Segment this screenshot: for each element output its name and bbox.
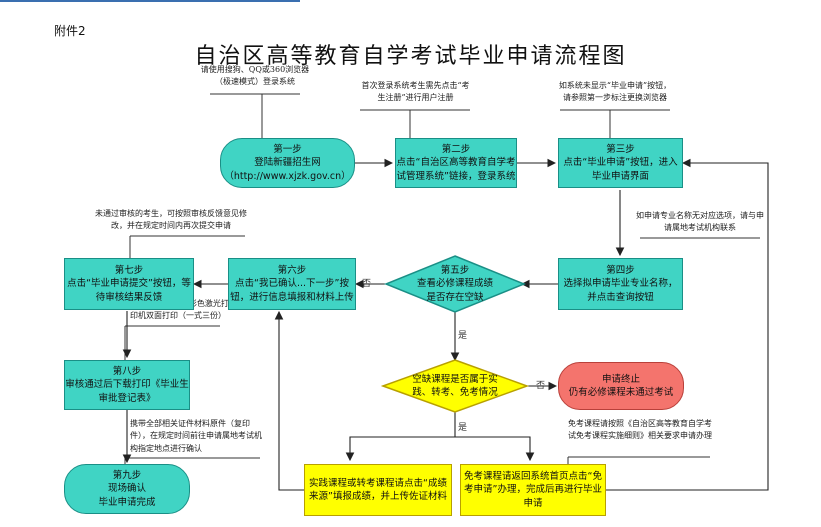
step6-node: 第六步 点击“我已确认...下一步”按钮，进行信息填报和材料上传	[228, 258, 356, 310]
step7-title: 第七步	[114, 265, 144, 277]
terminate-text: 仍有必修课程未通过考试	[568, 387, 674, 398]
note-resubmit: 未通过审核的考生，可按照审核反馈意见修改，并在规定时间内再次提交申请	[95, 209, 247, 231]
step6-title: 第六步	[277, 265, 307, 277]
step5-node: 第五步 查看必修课程成绩是否存在空缺	[400, 262, 510, 306]
decision-step5-shape	[384, 255, 526, 313]
step1-node: 第一步 登陆新疆招生网 （http://www.xjzk.gov.cn）	[220, 138, 355, 188]
label-yes-gap: 是	[458, 423, 468, 433]
note-change-browser: 如系统未显示“毕业申请”按钮，请参照第一步标注更换浏览器	[558, 81, 672, 103]
note-register: 首次登录系统考生需先点击“考生注册”进行用户注册	[361, 81, 470, 103]
note-exempt-rules: 免考课程请按照《自治区高等教育自学考试免考课程实施细则》相关要求申请办理	[568, 419, 712, 441]
step9-node: 第九步 现场确认 毕业申请完成	[64, 464, 190, 514]
step7-text: 点击“毕业申请提交”按钮，等待审核结果反馈	[67, 278, 191, 303]
arrow-decision2-yellowright	[455, 436, 535, 462]
note-confirm: 携带全部相关证件材料原件（复印件），在规定时间前往申请属地考试机构指定地点进行确…	[130, 419, 262, 453]
arrow-yellowright-step3	[606, 158, 769, 491]
step2-title: 第二步	[441, 144, 471, 156]
decision-gap-shape	[380, 359, 530, 413]
label-yes-step5: 是	[458, 331, 468, 341]
step1-title: 第一步	[273, 144, 302, 156]
step3-title: 第三步	[606, 144, 635, 156]
step9-text: 现场确认	[107, 483, 146, 495]
step8-text: 审核通过后下载打印《毕业生审批登记表》	[65, 379, 189, 404]
terminate-title: 申请终止	[601, 373, 640, 385]
page-title: 自治区高等教育自学考试毕业申请流程图	[194, 44, 627, 69]
attachment-label: 附件2	[54, 24, 86, 38]
step3-text: 点击“毕业申请”按钮，进入毕业申请界面	[563, 157, 678, 182]
step2-node: 第二步 点击“自治区高等教育自学考试管理系统”链接，登录系统	[395, 138, 517, 188]
step4-text: 选择拟申请毕业专业名称，并点击查询按钮	[563, 278, 678, 303]
exemption-node: 免考课程请返回系统首页点击“免考申请”办理，完成后再进行毕业申请	[460, 464, 606, 516]
step7-node: 第七步 点击“毕业申请提交”按钮，等待审核结果反馈	[64, 258, 194, 310]
step9-text2: 毕业申请完成	[98, 496, 156, 508]
step5-title: 第五步	[440, 265, 470, 277]
note-major-contact: 如申请专业名称无对应选项，请与申请属地考试机构联系	[636, 211, 764, 233]
terminate-node: 申请终止 仍有必修课程未通过考试	[558, 362, 684, 410]
note-browser: 请使用搜狗、QQ或360浏览器（极速模式）登录系统	[200, 65, 310, 87]
step1-text: 登陆新疆招生网	[254, 157, 321, 169]
label-no-gap: 否	[536, 381, 546, 391]
step2-text: 点击“自治区高等教育自学考试管理系统”链接，登录系统	[396, 157, 516, 182]
practice-transfer-node: 实践课程或转考课程请点击“成绩来源”填报成绩，并上传佐证材料	[304, 464, 452, 516]
step8-title: 第八步	[112, 366, 142, 378]
label-no-step5: 否	[362, 279, 372, 289]
step4-title: 第四步	[606, 265, 635, 277]
arrow-yellowleft-step6	[274, 310, 304, 491]
step6-text: 点击“我已确认...下一步”按钮，进行信息填报和材料上传	[230, 278, 354, 303]
decision-gap-node: 空缺课程是否属于实践、转考、免考情况	[412, 373, 498, 398]
step8-node: 第八步 审核通过后下载打印《毕业生审批登记表》	[64, 360, 190, 410]
arrow-decision2-yellowleft	[345, 412, 456, 462]
step4-node: 第四步 选择拟申请毕业专业名称，并点击查询按钮	[558, 258, 683, 310]
step5-text: 查看必修课程成绩是否存在空缺	[416, 278, 493, 303]
step1-url: （http://www.xjzk.gov.cn）	[224, 170, 351, 182]
top-accent-line	[0, 0, 300, 2]
step9-title: 第九步	[112, 470, 142, 482]
step3-node: 第三步 点击“毕业申请”按钮，进入毕业申请界面	[558, 138, 683, 188]
